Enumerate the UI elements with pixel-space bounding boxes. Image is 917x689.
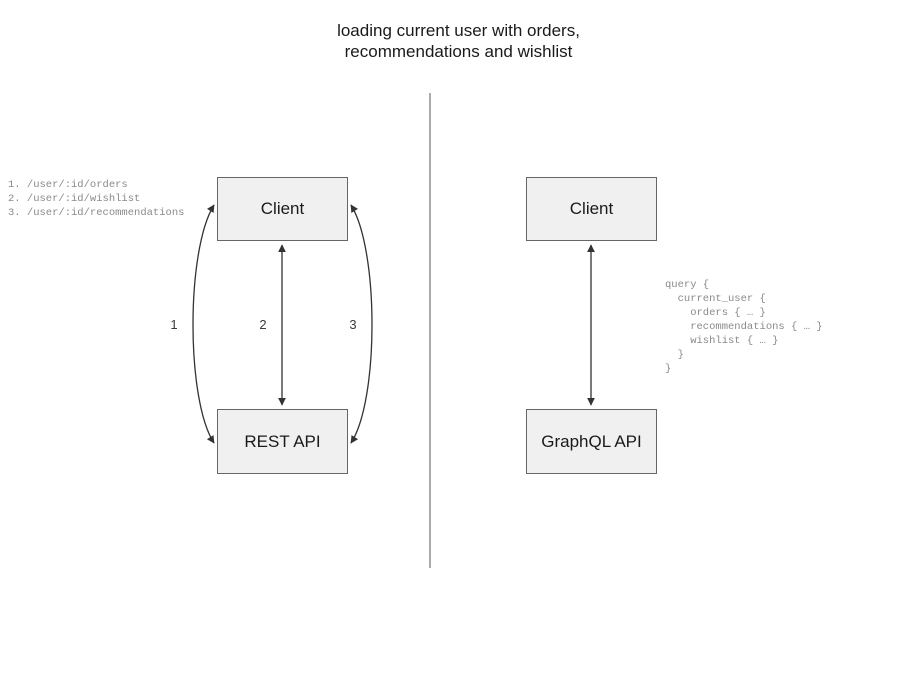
edge-label-1: 1 <box>170 317 178 332</box>
node-rest-api[interactable]: REST API <box>217 409 348 474</box>
node-client-graphql[interactable]: Client <box>526 177 657 241</box>
edge-label-2: 2 <box>259 317 267 332</box>
node-graphql-api[interactable]: GraphQL API <box>526 409 657 474</box>
edge-label-3: 3 <box>349 317 357 332</box>
rest-endpoint-list: 1. /user/:id/orders 2. /user/:id/wishlis… <box>8 179 185 219</box>
node-client-rest[interactable]: Client <box>217 177 348 241</box>
graphql-query-snippet: query { current_user { orders { … } reco… <box>665 279 823 375</box>
diagram-title: loading current user with orders, recomm… <box>337 21 580 61</box>
edge-rest-1 <box>192 204 215 444</box>
edge-rest-3 <box>350 204 373 444</box>
